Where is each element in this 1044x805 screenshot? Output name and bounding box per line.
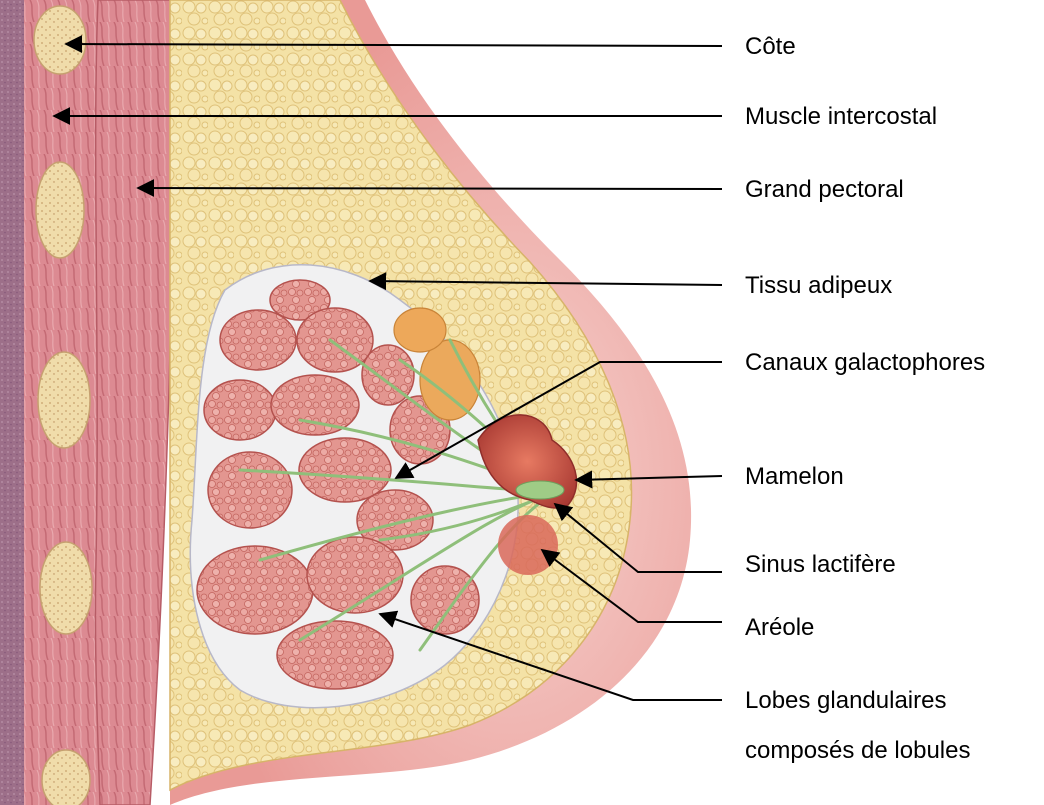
rib (38, 352, 90, 448)
label-muscle-intercostal: Muscle intercostal (745, 103, 937, 130)
areola (498, 515, 558, 575)
chest-wall (0, 0, 26, 805)
label-tissu-adipeux: Tissu adipeux (745, 272, 892, 299)
adipose-dark-patch (394, 308, 446, 352)
pectoral-muscle (95, 0, 172, 805)
lobe (271, 375, 359, 435)
rib (40, 542, 92, 634)
lobe (220, 310, 296, 370)
label-lobes-line2: composés de lobules (745, 737, 970, 764)
label-areole: Aréole (745, 614, 814, 641)
rib (34, 6, 86, 74)
labels: Côte Muscle intercostal Grand pectoral T… (745, 33, 985, 764)
lobe (307, 537, 403, 613)
rib (42, 750, 90, 805)
lobe (197, 546, 313, 634)
rib (36, 162, 84, 258)
label-mamelon: Mamelon (745, 463, 844, 490)
lobe (277, 621, 393, 689)
leader-grand-pectoral (138, 188, 722, 189)
label-grand-pectoral: Grand pectoral (745, 176, 904, 203)
label-cote: Côte (745, 33, 796, 60)
lobe (299, 438, 391, 502)
label-canaux-galactophores: Canaux galactophores (745, 349, 985, 376)
lactiferous-sinus (516, 481, 564, 499)
lobe (411, 566, 479, 634)
lobe (204, 380, 276, 440)
label-sinus-lactifere: Sinus lactifère (745, 551, 896, 578)
lobe (208, 452, 292, 528)
label-lobes-line1: Lobes glandulaires (745, 687, 946, 714)
